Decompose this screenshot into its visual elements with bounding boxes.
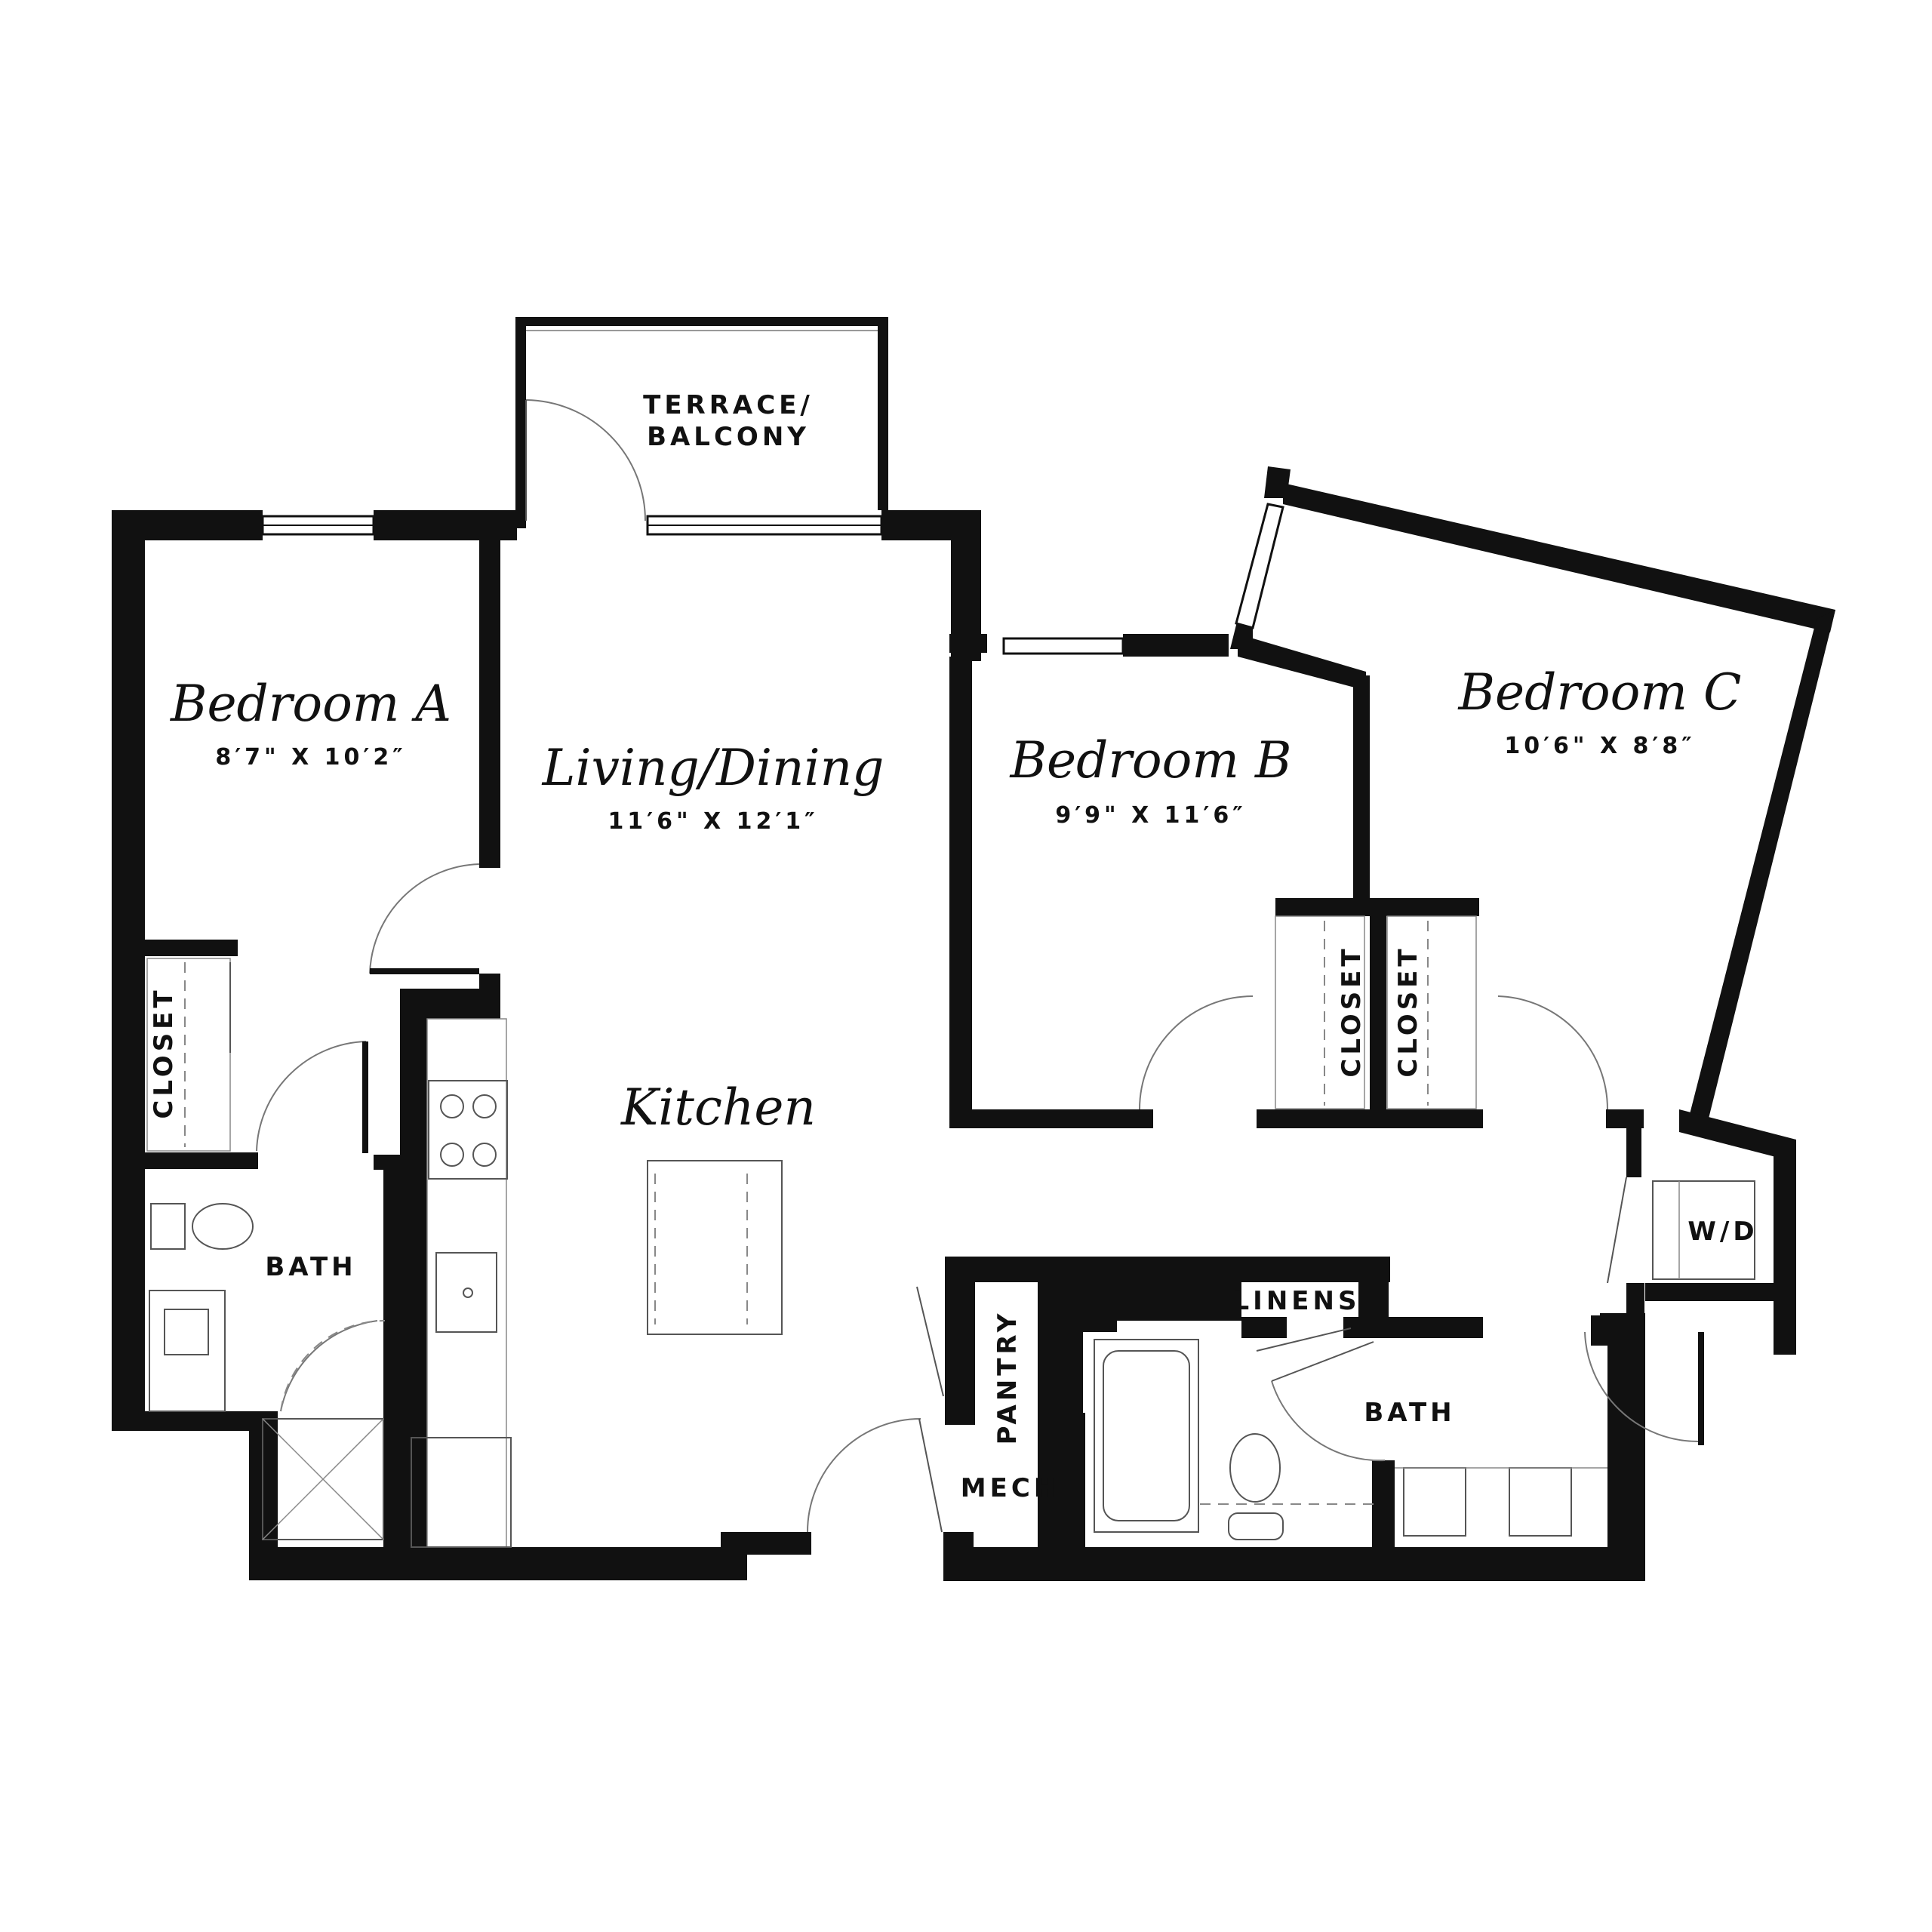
wd-label: W/D	[1687, 1217, 1758, 1247]
room-dims-living-dining: 11′6" X 12′1″	[608, 808, 818, 835]
mech-label: MECH	[961, 1473, 1059, 1503]
terrace-label-line2: BALCONY	[647, 422, 810, 452]
kitchen-fixtures	[411, 1018, 783, 1548]
room-labels: Bedroom A 8′7" X 10′2″ Living/Dining 11′…	[149, 390, 1758, 1503]
bath-fixtures	[149, 1180, 1755, 1540]
linens-label: LINENS	[1233, 1286, 1361, 1316]
room-name-bedroom-c: Bedroom C	[1458, 663, 1742, 721]
room-dims-bedroom-b: 9′9" X 11′6″	[1055, 802, 1246, 829]
doors	[256, 399, 1704, 1533]
room-name-bedroom-b: Bedroom B	[1010, 731, 1292, 789]
room-name-bedroom-a: Bedroom A	[170, 675, 451, 733]
room-dims-bedroom-c: 10′6" X 8′8″	[1504, 733, 1695, 759]
closets	[146, 915, 1477, 1152]
terrace-label-line1: TERRACE/	[643, 390, 814, 420]
room-name-kitchen: Kitchen	[620, 1078, 816, 1137]
closet-label-a: CLOSET	[149, 986, 179, 1118]
room-dims-bedroom-a: 8′7" X 10′2″	[215, 744, 406, 771]
closet-label-b: CLOSET	[1337, 945, 1367, 1077]
pantry-label: PANTRY	[992, 1310, 1023, 1445]
windows	[261, 317, 1284, 655]
walls	[112, 466, 1835, 1581]
bath-label-a: BATH	[265, 1252, 356, 1282]
closet-label-c: CLOSET	[1393, 945, 1423, 1077]
bath-label-main: BATH	[1364, 1398, 1455, 1428]
room-name-living-dining: Living/Dining	[542, 739, 884, 797]
